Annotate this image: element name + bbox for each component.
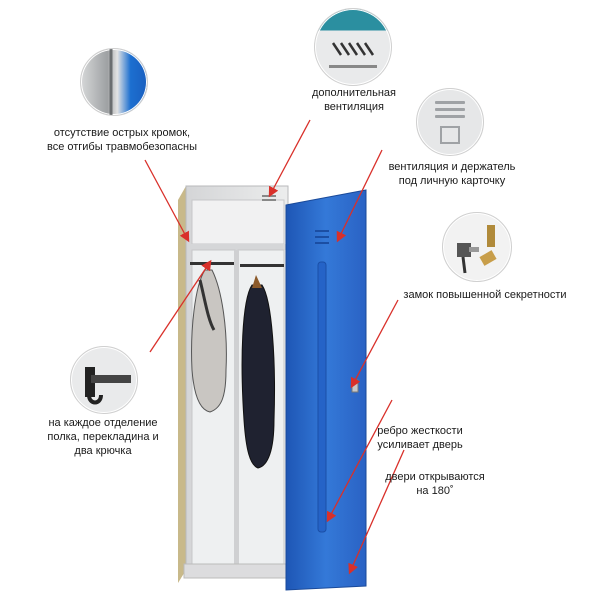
hanging-rail-right xyxy=(240,264,284,267)
coat-right xyxy=(241,284,275,469)
label-no-sharp-edges-line-2: все отгибы травмобезопасны xyxy=(46,141,198,153)
vent-card-holder-icon xyxy=(435,101,465,144)
label-no-sharp-edges: отсутствие острых кромок, все отгибы тра… xyxy=(44,126,200,154)
partition xyxy=(234,250,239,570)
label-no-sharp-edges-line-1: отсутствие острых кромок, xyxy=(53,127,191,139)
lock-icon xyxy=(457,225,497,274)
label-rib-line-1: ребро жесткости xyxy=(377,425,463,437)
label-vent-holder-line-2: под личную карточку xyxy=(398,175,506,187)
arrow-extra-vent xyxy=(268,119,311,198)
hook-circle xyxy=(70,346,138,414)
label-extra-ventilation-line-1: дополнительная xyxy=(312,87,396,99)
arrow-shelf-hooks xyxy=(149,259,212,353)
label-secure-lock: замок повышенной секретности xyxy=(392,288,578,302)
label-shelf-hooks-line-1: на каждое отделение xyxy=(48,417,158,429)
hanging-rail-left xyxy=(190,262,234,265)
label-door-open-line-2: на 180˚ xyxy=(416,485,454,497)
edge-detail-circle xyxy=(80,48,148,116)
label-door-open: двери открываются на 180˚ xyxy=(380,470,490,498)
cabinet-left-side xyxy=(178,186,186,583)
label-rib: ребро жесткости усиливает дверь xyxy=(370,424,470,452)
vent-card-holder-circle xyxy=(416,88,484,156)
label-vent-holder: вентиляция и держатель под личную карточ… xyxy=(372,160,532,188)
jacket-left xyxy=(191,269,227,413)
label-door-open-line-1: двери открываются xyxy=(385,471,485,483)
label-vent-holder-line-1: вентиляция и держатель xyxy=(388,161,516,173)
door-rib xyxy=(317,261,327,533)
edge-detail-icon xyxy=(109,49,113,115)
arrow-door-open xyxy=(348,449,405,575)
door-vents xyxy=(315,230,329,244)
vent-slots-circle xyxy=(314,8,392,86)
label-secure-lock-line-1: замок повышенной секретности xyxy=(403,289,567,301)
arrow-vent-holder xyxy=(336,149,383,243)
label-rib-line-2: усиливает дверь xyxy=(377,439,463,451)
label-shelf-hooks-line-3: два крючка xyxy=(74,445,132,457)
arrow-lock xyxy=(350,299,399,389)
label-shelf-hooks-line-2: полка, перекладина и xyxy=(47,431,159,443)
arrow-edges xyxy=(144,159,190,243)
vent-slots-icon xyxy=(329,42,377,68)
lock-circle xyxy=(442,212,512,282)
label-extra-ventilation: дополнительная вентиляция xyxy=(298,86,410,114)
label-shelf-hooks: на каждое отделение полка, перекладина и… xyxy=(36,416,170,458)
shelf xyxy=(190,244,286,250)
arrow-rib xyxy=(326,399,393,523)
label-extra-ventilation-line-2: вентиляция xyxy=(324,101,384,113)
hook-icon xyxy=(85,367,131,405)
